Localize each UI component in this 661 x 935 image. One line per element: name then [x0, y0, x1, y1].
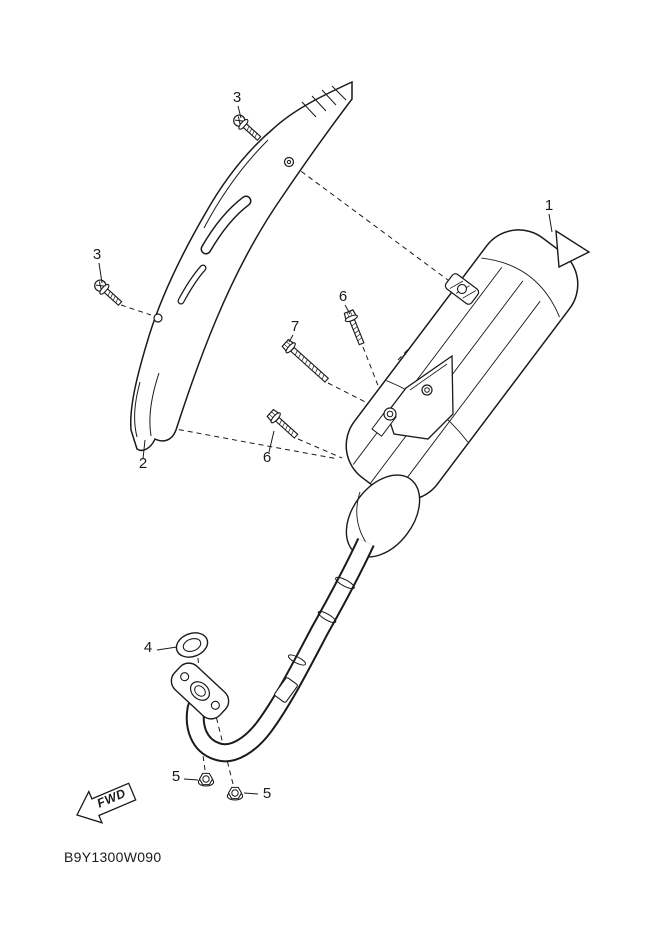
- callout-6-upper: 6: [339, 288, 347, 305]
- pipe-weld-ring: [317, 610, 337, 624]
- shield-slot: [202, 197, 250, 253]
- shield-hole-top: [283, 156, 295, 168]
- shield-scoop-lines: [134, 372, 160, 438]
- nut-5-left: [197, 772, 215, 787]
- bolt-6-upper: [342, 308, 369, 347]
- exhaust-pipe: [185, 537, 375, 763]
- bolt-6-lower: [265, 407, 301, 442]
- bolt-7: [280, 337, 332, 386]
- fwd-arrow: FWD: [76, 782, 137, 824]
- shield-slot-small: [178, 265, 206, 304]
- pipe-clamp: [274, 677, 298, 703]
- shield-vent-hatch: [301, 85, 347, 118]
- muffler-outlet-tip: [555, 229, 591, 269]
- bracket-boss-hole: [383, 407, 397, 421]
- muffler-hanger-tab: [444, 273, 480, 305]
- heat-shield: [129, 80, 353, 452]
- callout-2: 2: [139, 455, 147, 472]
- flange-stud-hole: [210, 700, 220, 710]
- callout-5-right: 5: [263, 785, 271, 802]
- muffler: [345, 229, 591, 558]
- shield-hole-left: [153, 313, 163, 323]
- screw-3-top: [230, 111, 264, 144]
- pipe-weld-ring: [287, 654, 307, 666]
- gasket: [175, 632, 209, 658]
- diagram-code: B9Y1300W090: [64, 849, 161, 865]
- callout-1: 1: [545, 197, 553, 214]
- leader-lines: [98, 105, 553, 795]
- muffler-bracket: [386, 354, 454, 440]
- callout-3-top: 3: [233, 89, 241, 106]
- screw-3-left: [91, 276, 125, 309]
- pipe-flange: [170, 662, 230, 720]
- flange-stud-hole: [180, 672, 190, 682]
- callout-5-left: 5: [172, 768, 180, 785]
- nut-5-right: [226, 786, 244, 801]
- bracket-bolt-hole: [421, 384, 433, 396]
- shield-fold-line: [203, 139, 269, 229]
- callout-7: 7: [291, 318, 299, 335]
- callout-6-lower: 6: [263, 449, 271, 466]
- callout-4: 4: [144, 639, 152, 656]
- pipe-weld-ring: [335, 576, 355, 590]
- callout-3-left: 3: [93, 246, 101, 263]
